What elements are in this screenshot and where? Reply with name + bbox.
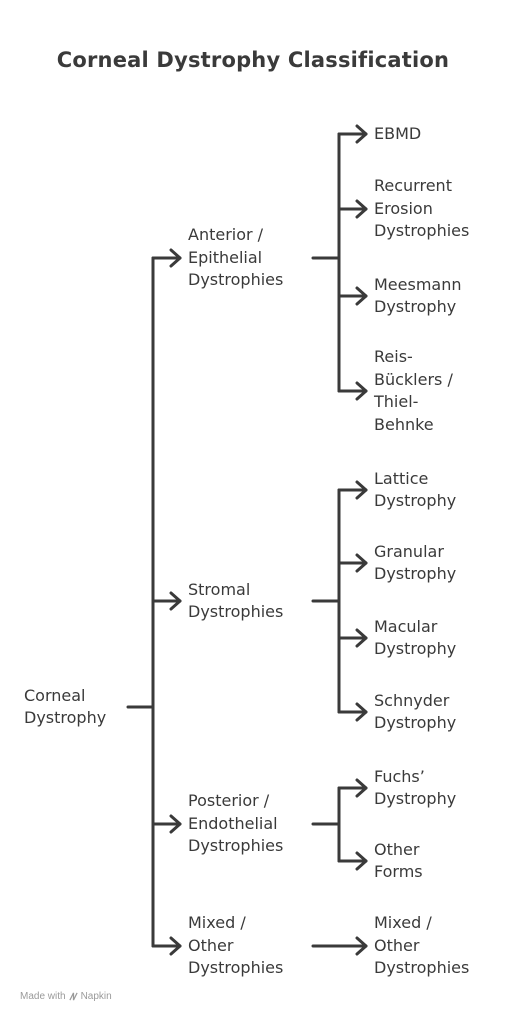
footer-credit: Made with Napkin: [20, 991, 112, 1002]
leaf-node: Granular Dystrophy: [374, 541, 457, 584]
leaf-node: Schnyder Dystrophy: [374, 690, 457, 733]
footer-brand: Napkin: [80, 991, 112, 1002]
leaf-node: Reis- Bücklers / Thiel- Behnke: [374, 347, 453, 434]
leaf-node: EBMD: [374, 123, 422, 143]
leaf-arrow-icon: [355, 286, 368, 306]
leaf-node: Meesmann Dystrophy: [374, 274, 462, 317]
leaf-node: Fuchs’ Dystrophy: [374, 766, 457, 809]
leaf-arrow-icon: [355, 199, 368, 219]
leaf-arrow-icon: [355, 553, 368, 573]
leaf-node: Lattice Dystrophy: [374, 468, 457, 511]
category-node: Mixed / Other Dystrophies: [188, 913, 284, 978]
leaf-node: Mixed / Other Dystrophies: [374, 913, 470, 978]
category-arrow-icon: [169, 814, 182, 834]
category-node: Posterior / Endothelial Dystrophies: [188, 791, 284, 856]
leaf-arrow-icon: [355, 480, 368, 500]
leaf-arrow-icon: [355, 936, 368, 956]
leaf-node: Recurrent Erosion Dystrophies: [374, 176, 470, 241]
leaf-arrow-icon: [355, 702, 368, 722]
root-node: Corneal Dystrophy: [24, 685, 107, 728]
leaf-arrow-icon: [355, 851, 368, 871]
napkin-logo-icon: [68, 992, 78, 1001]
leaf-arrow-icon: [355, 381, 368, 401]
leaf-arrow-icon: [355, 778, 368, 798]
leaf-node: Other Forms: [374, 839, 423, 882]
page-title: Corneal Dystrophy Classification: [56, 48, 450, 72]
footer-made-with: Made with: [20, 991, 66, 1002]
leaf-node: Macular Dystrophy: [374, 616, 457, 659]
category-arrow-icon: [169, 248, 182, 268]
leaf-arrow-icon: [355, 124, 368, 144]
category-node: Stromal Dystrophies: [188, 579, 284, 622]
leaf-arrow-icon: [355, 628, 368, 648]
category-node: Anterior / Epithelial Dystrophies: [188, 225, 284, 290]
category-arrow-icon: [169, 936, 182, 956]
category-arrow-icon: [169, 591, 182, 611]
